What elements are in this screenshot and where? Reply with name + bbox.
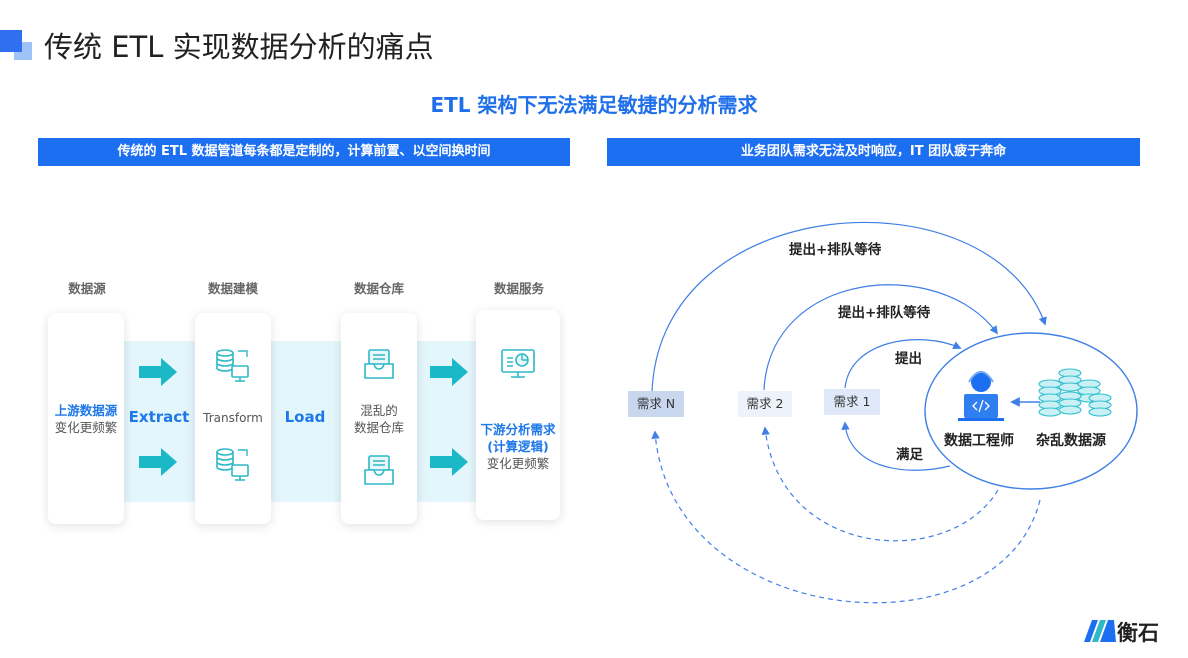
source-card: 上游数据源 变化更频繁 [48, 313, 124, 524]
extract-label: Extract [128, 408, 190, 426]
request-flow-diagram [651, 221, 1138, 604]
serve-arrow-icon-2 [430, 448, 468, 476]
load-band [269, 341, 341, 502]
middle-return-arc [761, 426, 999, 542]
source-note: 变化更频繁 [54, 420, 118, 435]
satisfy-arc [841, 421, 951, 471]
middle-request-arc [763, 284, 998, 391]
service-card: 下游分析需求 (计算逻辑) 变化更频繁 [476, 310, 560, 520]
extract-arrow-icon-2 [139, 448, 177, 476]
inner-request-arc [844, 339, 962, 389]
stage-label-warehouse: 数据仓库 [353, 281, 404, 296]
outer-wait-label: 提出+排队等待 [789, 242, 882, 258]
stage-label-source: 数据源 [68, 281, 106, 296]
analytics-monitor-icon [501, 349, 535, 378]
sources-label: 杂乱数据源 [1036, 433, 1106, 449]
transform-label: Transform [203, 411, 263, 425]
team-circle [924, 332, 1138, 490]
title-marker [0, 30, 22, 52]
brand-name: 衡石 [1117, 621, 1159, 645]
middle-wait-label: 提出+排队等待 [838, 305, 931, 321]
extract-arrow-icon [139, 358, 177, 386]
outer-return-arc [651, 430, 1041, 604]
satisfy-label: 满足 [896, 447, 923, 463]
archive-icon [364, 349, 394, 379]
request-1: 需求 1 [824, 389, 880, 415]
serve-arrow-icon [430, 358, 468, 386]
left-banner: 传统的 ETL 数据管道每条都是定制的，计算前置、以空间换时间 [38, 138, 570, 166]
database-monitor-icon-2 [216, 448, 249, 481]
archive-icon-2 [364, 455, 394, 485]
service-subtitle: (计算逻辑) [487, 439, 549, 454]
service-note: 变化更频繁 [486, 456, 550, 471]
outer-request-arc [651, 221, 1047, 393]
right-banner: 业务团队需求无法及时响应，IT 团队疲于奔命 [607, 138, 1140, 166]
stage-label-service: 数据服务 [493, 281, 544, 296]
database-monitor-icon [216, 349, 249, 382]
request-2: 需求 2 [738, 391, 792, 417]
request-n: 需求 N [628, 391, 684, 417]
engineer-icon [958, 371, 1004, 421]
data-source-coins-icon [1038, 368, 1112, 417]
brand-logo-icon [1084, 620, 1116, 642]
service-title: 下游分析需求 [480, 422, 556, 437]
page-title: 传统 ETL 实现数据分析的痛点 [44, 30, 434, 64]
warehouse-card: 混乱的 数据仓库 [341, 313, 417, 524]
warehouse-label-2: 数据仓库 [353, 420, 404, 435]
warehouse-label-1: 混乱的 [360, 403, 398, 418]
slide-subtitle: ETL 架构下无法满足敏捷的分析需求 [430, 93, 758, 117]
modeling-card: Transform [195, 313, 271, 524]
stage-label-modeling: 数据建模 [207, 281, 258, 296]
load-label: Load [284, 408, 326, 426]
source-title: 上游数据源 [54, 403, 118, 418]
submit-label: 提出 [895, 351, 922, 367]
engineer-label: 数据工程师 [944, 433, 1014, 449]
